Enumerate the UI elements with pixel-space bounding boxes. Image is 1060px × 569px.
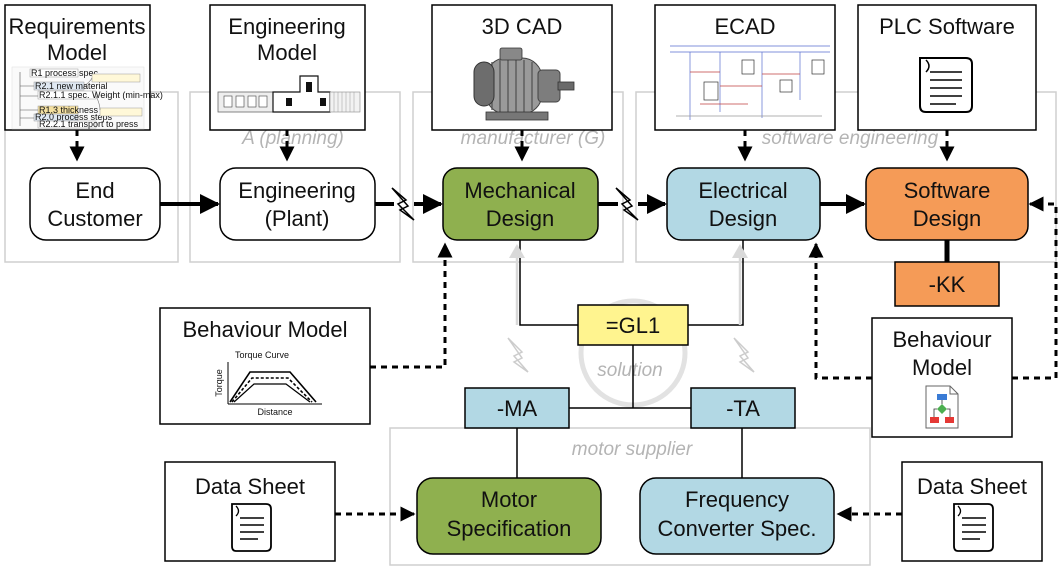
behaviour-model-right-line2: Model bbox=[912, 355, 972, 380]
software-design-line2: Design bbox=[913, 206, 981, 231]
engineering-plant-box[interactable]: Engineering (Plant) bbox=[219, 167, 376, 241]
req-line-2: R2.1 new material bbox=[35, 81, 108, 91]
motor-specification-box[interactable]: Motor Specification bbox=[416, 477, 602, 555]
kk-label: -KK bbox=[929, 272, 966, 297]
plc-software-title: PLC Software bbox=[879, 14, 1015, 39]
behaviour-model-right-line1: Behaviour bbox=[892, 327, 991, 352]
document-scroll-icon bbox=[953, 503, 994, 552]
frequency-converter-spec-box[interactable]: Frequency Converter Spec. bbox=[639, 477, 835, 555]
lightning-link-mechanical-electrical bbox=[598, 187, 667, 221]
electrical-design-line2: Design bbox=[709, 206, 777, 231]
gl1-box[interactable]: =GL1 bbox=[577, 304, 689, 346]
cad-box[interactable]: 3D CAD bbox=[431, 4, 613, 131]
lightning-link-plant-mechanical bbox=[375, 187, 443, 221]
motor-spec-line2: Specification bbox=[447, 516, 572, 541]
grey-feedback-arrows bbox=[507, 244, 755, 373]
requirements-tree-thumbnail: R1 process spec R2.1 new material R2.1.1… bbox=[11, 66, 163, 130]
data-sheet-left-title: Data Sheet bbox=[195, 474, 305, 499]
behaviour-model-left-title: Behaviour Model bbox=[182, 317, 347, 342]
fc-spec-line2: Converter Spec. bbox=[658, 516, 817, 541]
document-scroll-icon bbox=[919, 57, 973, 113]
solution-watermark-text: solution bbox=[597, 360, 663, 381]
requirements-model-title-line1: Requirements bbox=[9, 14, 146, 39]
ta-label: -TA bbox=[726, 396, 760, 421]
behaviour-model-left-box[interactable]: Behaviour Model Torque Curve Torque Dist… bbox=[159, 307, 371, 425]
gl1-tree-lines bbox=[516, 240, 744, 478]
schematic-thumbnail bbox=[670, 45, 830, 120]
end-customer-box[interactable]: End Customer bbox=[29, 167, 161, 241]
flowchart-file-icon bbox=[925, 385, 959, 429]
distance-axis-label: Distance bbox=[257, 407, 292, 417]
torque-curve-thumbnail: Torque Curve Torque Distance bbox=[214, 350, 322, 417]
source-connectors bbox=[69, 130, 955, 162]
mechanical-design-box[interactable]: Mechanical Design bbox=[442, 167, 599, 241]
ma-box[interactable]: -MA bbox=[464, 387, 570, 429]
data-sheet-right-title: Data Sheet bbox=[917, 474, 1027, 499]
behaviour-right-to-electrical-connector bbox=[808, 242, 872, 380]
ta-box[interactable]: -TA bbox=[690, 387, 796, 429]
behaviour-model-right-box[interactable]: Behaviour Model bbox=[871, 317, 1013, 438]
behaviour-left-connector bbox=[370, 242, 453, 369]
req-line-4: R1.3 thickness bbox=[39, 105, 99, 115]
document-scroll-icon bbox=[231, 503, 272, 552]
ma-label: -MA bbox=[497, 396, 538, 421]
requirements-model-box[interactable]: Requirements Model R1 process spec R2.1 … bbox=[4, 4, 163, 131]
group-label-manufacturer: manufacturer (G) bbox=[461, 128, 606, 149]
engineering-plant-line2: (Plant) bbox=[265, 206, 330, 231]
req-line-1: R1 process spec bbox=[31, 68, 99, 78]
end-customer-line2: Customer bbox=[47, 206, 142, 231]
plant-layout-thumbnail bbox=[217, 75, 361, 113]
torque-curve-title: Torque Curve bbox=[235, 350, 289, 360]
group-frame-software-engineering bbox=[635, 91, 1057, 263]
plc-software-box[interactable]: PLC Software bbox=[857, 4, 1037, 131]
group-label-motor-supplier: motor supplier bbox=[572, 439, 693, 460]
software-design-line1: Software bbox=[904, 178, 991, 203]
group-frame-motor-supplier bbox=[389, 427, 871, 566]
req-line-5: R2.0 process steps bbox=[35, 112, 113, 122]
mechanical-design-line1: Mechanical bbox=[464, 178, 575, 203]
data-sheet-left-box[interactable]: Data Sheet bbox=[164, 461, 336, 562]
engineering-plant-line1: Engineering bbox=[238, 178, 355, 203]
motor-spec-line1: Motor bbox=[481, 487, 537, 512]
motor-3d-icon bbox=[473, 47, 575, 121]
data-sheet-right-box[interactable]: Data Sheet bbox=[901, 461, 1043, 562]
engineering-model-title-line2: Model bbox=[257, 40, 317, 65]
engineering-model-title-line1: Engineering bbox=[228, 14, 345, 39]
cad-title: 3D CAD bbox=[482, 14, 563, 39]
behaviour-right-to-software-connector bbox=[1012, 196, 1058, 380]
req-line-3: R2.1.1 spec. Weight (min-max) bbox=[39, 90, 163, 100]
software-design-box[interactable]: Software Design bbox=[865, 167, 1029, 241]
ecad-title: ECAD bbox=[714, 14, 775, 39]
electrical-design-box[interactable]: Electrical Design bbox=[666, 167, 821, 241]
requirements-model-title-line2: Model bbox=[47, 40, 107, 65]
engineering-model-box[interactable]: Engineering Model bbox=[209, 4, 366, 131]
group-label-planning: A (planning) bbox=[241, 128, 344, 149]
end-customer-line1: End bbox=[75, 178, 114, 203]
fc-spec-line1: Frequency bbox=[685, 487, 789, 512]
gl1-label: =GL1 bbox=[606, 313, 660, 338]
mechanical-design-line2: Design bbox=[486, 206, 554, 231]
ecad-box[interactable]: ECAD bbox=[654, 4, 836, 131]
electrical-design-line1: Electrical bbox=[698, 178, 787, 203]
req-line-6: R2.2.1 transport to press bbox=[39, 119, 139, 129]
kk-box[interactable]: -KK bbox=[894, 261, 1000, 307]
torque-axis-label: Torque bbox=[214, 369, 224, 397]
group-label-software-engineering: software engineering bbox=[762, 128, 939, 149]
